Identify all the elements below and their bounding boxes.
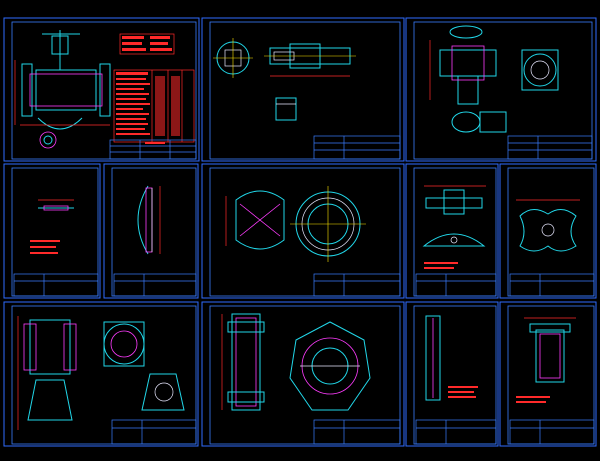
- sheet-bonnet[interactable]: [201, 301, 405, 447]
- tee-body-view: [429, 25, 559, 133]
- gasket-view: [30, 199, 74, 254]
- sheet-tee-body[interactable]: [405, 17, 597, 162]
- parts-list-table: [113, 69, 195, 143]
- title-block-7: [415, 273, 497, 297]
- sheet-valve-body[interactable]: [3, 301, 199, 447]
- title-block-3: [507, 135, 593, 160]
- bracket-view: [422, 185, 486, 269]
- title-block-9: [111, 419, 197, 445]
- title-block-5: [113, 273, 197, 297]
- sheet-shaft[interactable]: [201, 17, 405, 162]
- title-block-6: [313, 273, 401, 297]
- stem-view: [425, 315, 478, 401]
- title-block-2: [313, 135, 401, 160]
- seat-ring-view: [225, 186, 366, 262]
- sheet-bracket[interactable]: [405, 163, 499, 299]
- housing-view: [516, 317, 576, 403]
- title-block-4: [13, 273, 99, 297]
- sheet-lever[interactable]: [499, 163, 597, 299]
- sheet-stem[interactable]: [405, 301, 499, 447]
- sheet-disc[interactable]: [103, 163, 199, 299]
- bonnet-view: [221, 313, 371, 411]
- title-block-12: [509, 419, 595, 445]
- title-block-1: [109, 139, 197, 160]
- disc-view: [137, 185, 161, 255]
- valve-body-view: [17, 316, 185, 430]
- sheet-seat-ring[interactable]: [201, 163, 405, 299]
- tech-notes-block: [119, 33, 175, 55]
- title-block-8: [509, 273, 595, 297]
- valve-assembly-view: [14, 30, 111, 149]
- title-block-11: [415, 419, 497, 445]
- sheet-housing[interactable]: [499, 301, 597, 447]
- shaft-view: [213, 38, 356, 121]
- lever-view: [516, 199, 580, 252]
- sheet-assembly[interactable]: [3, 17, 200, 162]
- sheet-gasket[interactable]: [3, 163, 101, 299]
- title-block-10: [313, 419, 401, 445]
